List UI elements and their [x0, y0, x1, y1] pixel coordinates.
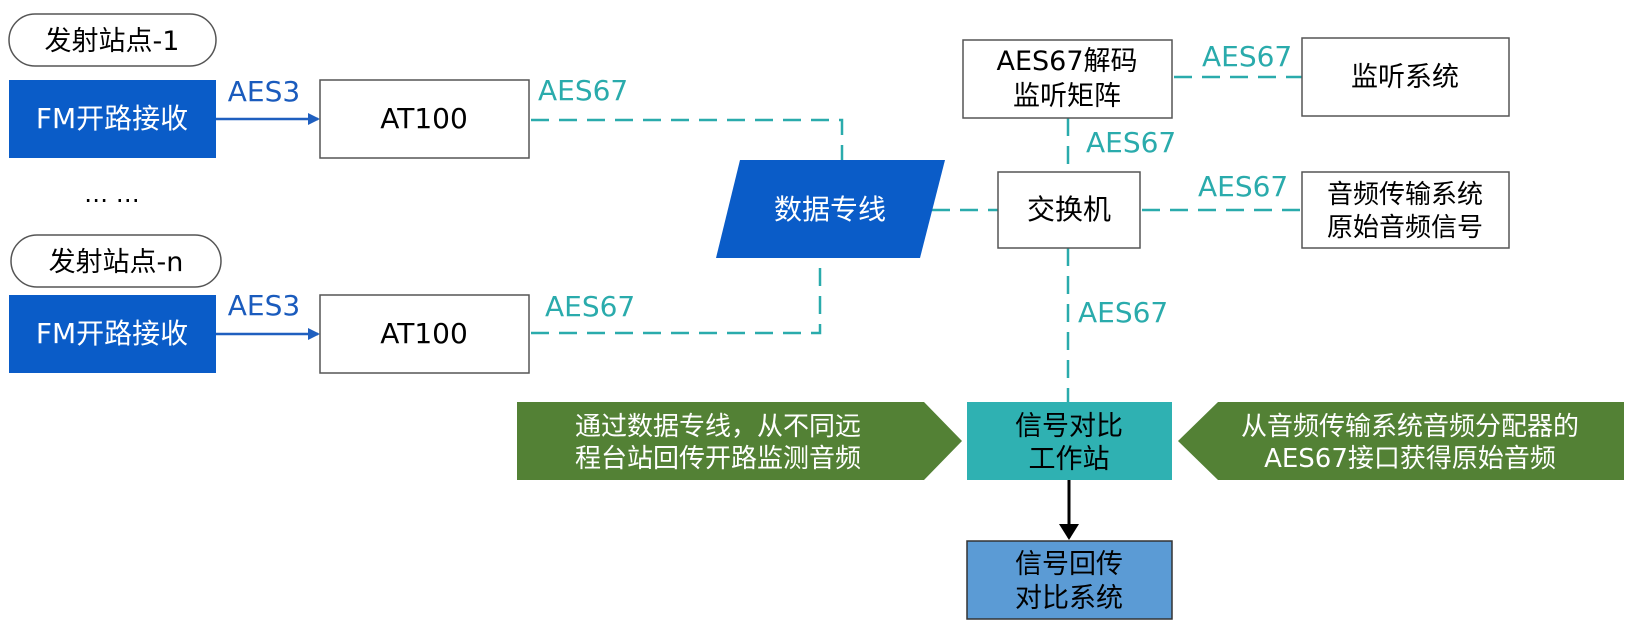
- at100-1-box: [319, 79, 530, 159]
- station-n-frame: [10, 234, 222, 288]
- at100-2-box: [319, 294, 530, 374]
- decode-matrix-box: [962, 39, 1173, 119]
- at100-1: AT100: [319, 79, 530, 159]
- line-at100-2-to-dedicated: [531, 258, 822, 335]
- station-1-label: 发射站点-1: [8, 13, 217, 67]
- audio-transmission-line1: 音频传输系统: [1327, 180, 1483, 210]
- audio-transmission-line2: 原始音频信号: [1327, 213, 1483, 243]
- aes67-label-at100-1: AES67: [538, 74, 628, 107]
- right-note-line2: AES67接口获得原始音频: [1264, 444, 1556, 474]
- station-ellipsis: … …: [84, 180, 140, 208]
- aes3-label-1: AES3: [228, 75, 300, 108]
- fm-receive-2: FM开路接收: [9, 295, 216, 373]
- audio-transmission-node: 音频传输系统 原始音频信号: [1301, 171, 1510, 249]
- compare-station-node: 信号对比 工作站: [967, 402, 1172, 480]
- decode-matrix-node: AES67解码 监听矩阵: [962, 39, 1173, 119]
- connection-lines: [531, 75, 1302, 402]
- decode-matrix-line1: AES67解码: [996, 46, 1137, 77]
- station-n-label: 发射站点-n: [10, 234, 222, 288]
- monitor-system-node: 监听系统: [1301, 37, 1510, 117]
- left-note-line1: 通过数据专线，从不同远: [575, 412, 861, 442]
- return-system-line2: 对比系统: [1015, 583, 1123, 614]
- decode-matrix-line2: 监听矩阵: [1013, 81, 1121, 112]
- switch-box: [997, 171, 1141, 249]
- compare-station-line2: 工作站: [1029, 444, 1110, 475]
- fm-receive-1-box: [9, 80, 216, 158]
- fm-receive-1: FM开路接收: [9, 80, 216, 158]
- return-system-box: [966, 540, 1173, 620]
- at100-1-text: AT100: [380, 102, 468, 135]
- fm-receive-2-box: [9, 295, 216, 373]
- switch-text: 交换机: [1027, 193, 1111, 226]
- monitor-system-box: [1301, 37, 1510, 117]
- right-note-shape: [1178, 402, 1624, 480]
- at100-2-text: AT100: [380, 317, 468, 350]
- left-note-shape: [517, 402, 962, 480]
- fm-receive-2-text: FM开路接收: [36, 317, 188, 350]
- station-n-text: 发射站点-n: [49, 247, 184, 278]
- return-system-node: 信号回传 对比系统: [966, 540, 1173, 620]
- compare-station-line1: 信号对比: [1015, 411, 1123, 442]
- line-at100-1-to-dedicated: [531, 118, 844, 160]
- right-note: 从音频传输系统音频分配器的 AES67接口获得原始音频: [1178, 402, 1624, 480]
- left-note-line2: 程台站回传开路监测音频: [575, 444, 861, 474]
- dedicated-line-shape: [716, 160, 945, 258]
- aes67-label-at100-2: AES67: [545, 290, 635, 323]
- switch-node: 交换机: [997, 171, 1141, 249]
- audio-transmission-box: [1301, 171, 1510, 249]
- aes67-label-switch-station: AES67: [1078, 296, 1168, 329]
- aes67-label-switch-audio: AES67: [1198, 170, 1288, 203]
- station-1-frame: [8, 13, 217, 67]
- dedicated-line-text: 数据专线: [774, 193, 886, 226]
- dedicated-line-node: 数据专线: [716, 160, 945, 258]
- left-note: 通过数据专线，从不同远 程台站回传开路监测音频: [517, 402, 962, 480]
- aes67-label-monitor: AES67: [1202, 40, 1292, 73]
- aes67-label-matrix-switch: AES67: [1086, 126, 1176, 159]
- right-note-line1: 从音频传输系统音频分配器的: [1241, 412, 1579, 442]
- monitor-system-text: 监听系统: [1351, 62, 1459, 93]
- return-system-line1: 信号回传: [1015, 549, 1123, 580]
- fm-receive-1-text: FM开路接收: [36, 102, 188, 135]
- station-1-text: 发射站点-1: [45, 26, 180, 57]
- aes3-label-2: AES3: [228, 289, 300, 322]
- compare-station-box: [967, 402, 1172, 480]
- at100-2: AT100: [319, 294, 530, 374]
